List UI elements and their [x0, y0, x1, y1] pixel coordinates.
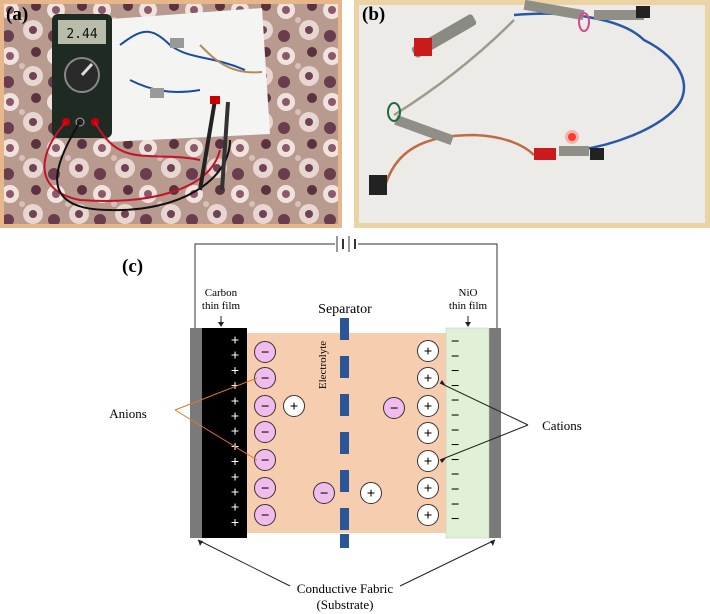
- carbon-plus-sign: +: [231, 363, 240, 379]
- carbon-plus-sign: +: [231, 515, 240, 531]
- carbon-plus-sign: +: [231, 333, 240, 349]
- cation: +: [283, 395, 305, 417]
- anion: −: [254, 395, 276, 417]
- carbon-plus-sign: +: [231, 348, 240, 364]
- cation: +: [360, 482, 382, 504]
- electrolyte-label: Electrolyte: [317, 341, 329, 389]
- anion-callouts: [174, 377, 258, 461]
- cations-label: Cations: [542, 418, 582, 433]
- svg-text:−: −: [390, 401, 399, 417]
- svg-text:+: +: [424, 399, 433, 415]
- carbon-plus-sign: +: [231, 455, 240, 471]
- svg-text:+: +: [424, 426, 433, 442]
- cation: +: [417, 367, 439, 389]
- nio-negative-charges: −−−−−−−−−−−−−: [451, 334, 460, 528]
- cation: +: [417, 477, 439, 499]
- nio-minus-sign: −: [451, 438, 460, 454]
- anion: −: [254, 421, 276, 443]
- carbon-plus-sign: +: [231, 470, 240, 486]
- anion: −: [383, 397, 405, 419]
- svg-text:−: −: [261, 481, 270, 497]
- panel-label-a: (a): [6, 4, 29, 25]
- nio-minus-sign: −: [451, 512, 460, 528]
- svg-text:+: +: [424, 344, 433, 360]
- anion: −: [254, 477, 276, 499]
- nio-minus-sign: −: [451, 334, 460, 350]
- photo-multimeter-setup: 2.44: [0, 0, 342, 228]
- supercapacitor-diagram: +++++++++++++ −−−−−−−−−−−−− −−−−−−−+++++…: [109, 236, 582, 612]
- nio-minus-sign: −: [451, 467, 460, 483]
- anions-label: Anions: [109, 406, 147, 421]
- right-substrate: [489, 328, 501, 538]
- nio-minus-sign: −: [451, 408, 460, 424]
- svg-text:−: −: [261, 399, 270, 415]
- svg-text:−: −: [261, 425, 270, 441]
- photo-led-circuit: [354, 0, 710, 228]
- nio-minus-sign: −: [451, 497, 460, 513]
- svg-text:+: +: [367, 486, 376, 502]
- svg-text:−: −: [261, 508, 270, 524]
- substrate-label: Conductive Fabric(Substrate): [297, 581, 394, 612]
- anion: −: [254, 504, 276, 526]
- nio-minus-sign: −: [451, 393, 460, 409]
- svg-text:+: +: [424, 508, 433, 524]
- svg-text:−: −: [261, 453, 270, 469]
- anion: −: [313, 482, 335, 504]
- cation: +: [417, 395, 439, 417]
- cation: +: [417, 450, 439, 472]
- separator: [340, 318, 349, 548]
- left-substrate: [190, 328, 202, 538]
- nio-minus-sign: −: [451, 452, 460, 468]
- carbon-plus-sign: +: [231, 409, 240, 425]
- multimeter-reading: 2.44: [66, 27, 97, 42]
- nio-minus-sign: −: [451, 423, 460, 439]
- cation-callouts: [439, 382, 529, 461]
- nio-minus-sign: −: [451, 364, 460, 380]
- anion: −: [254, 367, 276, 389]
- svg-text:+: +: [290, 399, 299, 415]
- nio-minus-sign: −: [451, 378, 460, 394]
- anion: −: [254, 449, 276, 471]
- nio-electrode: [445, 327, 490, 539]
- substrate-callouts: [197, 539, 496, 587]
- external-circuit: [194, 243, 498, 330]
- separator-label: Separator: [318, 302, 372, 317]
- nio-minus-sign: −: [451, 349, 460, 365]
- carbon-plus-sign: +: [231, 485, 240, 501]
- carbon-plus-sign: +: [231, 424, 240, 440]
- anion: −: [254, 341, 276, 363]
- panel-label-b: (b): [362, 4, 386, 25]
- carbon-plus-sign: +: [231, 394, 240, 410]
- nio-minus-sign: −: [451, 482, 460, 498]
- svg-text:−: −: [261, 345, 270, 361]
- svg-text:−: −: [320, 486, 329, 502]
- carbon-plus-sign: +: [231, 439, 240, 455]
- cation: +: [417, 340, 439, 362]
- svg-text:−: −: [261, 371, 270, 387]
- cation: +: [417, 504, 439, 526]
- battery-icon: [336, 236, 356, 252]
- svg-text:+: +: [424, 371, 433, 387]
- ions: − − − − − − − + + + + + + + + − − +: [254, 340, 439, 526]
- carbon-electrode: [202, 328, 247, 538]
- carbon-positive-charges: +++++++++++++: [231, 333, 240, 531]
- panel-label-c: (c): [122, 256, 144, 277]
- cation: +: [417, 422, 439, 444]
- svg-text:+: +: [424, 454, 433, 470]
- carbon-plus-sign: +: [231, 500, 240, 516]
- svg-text:+: +: [424, 481, 433, 497]
